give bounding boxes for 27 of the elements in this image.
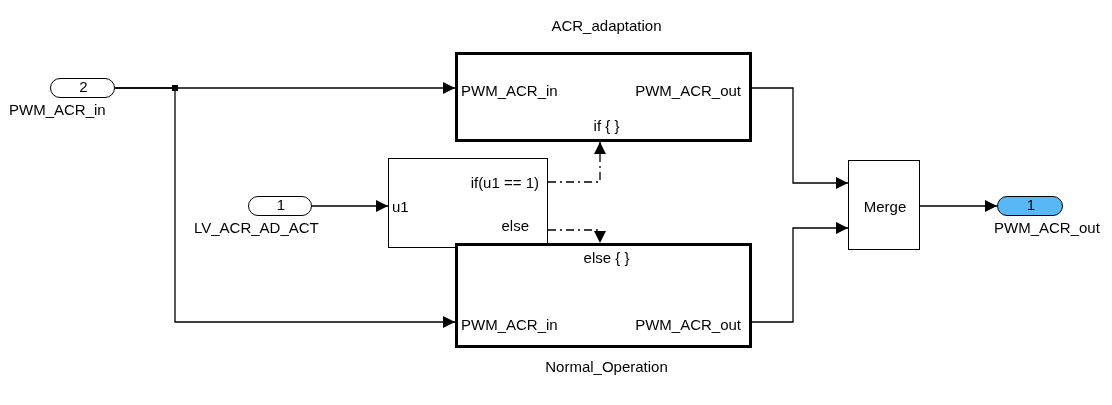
port-name: PWM_ACR_in [9, 101, 106, 119]
port-label: PWM_ACR_in [461, 316, 558, 334]
control-signal-arrow [547, 141, 606, 183]
merge-block [848, 160, 920, 250]
port-label: u1 [392, 198, 409, 216]
signal-arrow [751, 222, 849, 323]
port-label: else [501, 217, 529, 235]
port-label: if { } [592, 117, 621, 135]
block-label: Merge [862, 198, 908, 216]
port-label: else { } [582, 249, 631, 267]
block-label: 1 [275, 195, 287, 214]
port-label: PWM_ACR_out [635, 82, 741, 100]
block-label: 2 [78, 77, 89, 96]
control-signal-arrow [547, 229, 606, 244]
if-block [388, 158, 548, 248]
port-label: PWM_ACR_in [461, 82, 558, 100]
block-title: ACR_adaptation [550, 17, 663, 35]
signal-arrow [751, 87, 849, 189]
block-label: 1 [1025, 195, 1037, 214]
port-name: PWM_ACR_out [994, 219, 1100, 237]
signal-arrow [114, 87, 456, 328]
block-title: Normal_Operation [544, 358, 669, 376]
port-name: LV_ACR_AD_ACT [194, 219, 319, 237]
port-label: if(u1 == 1) [470, 174, 539, 192]
signal-arrow [311, 200, 389, 212]
signal-arrow [919, 200, 998, 212]
port-label: PWM_ACR_out [635, 316, 741, 334]
